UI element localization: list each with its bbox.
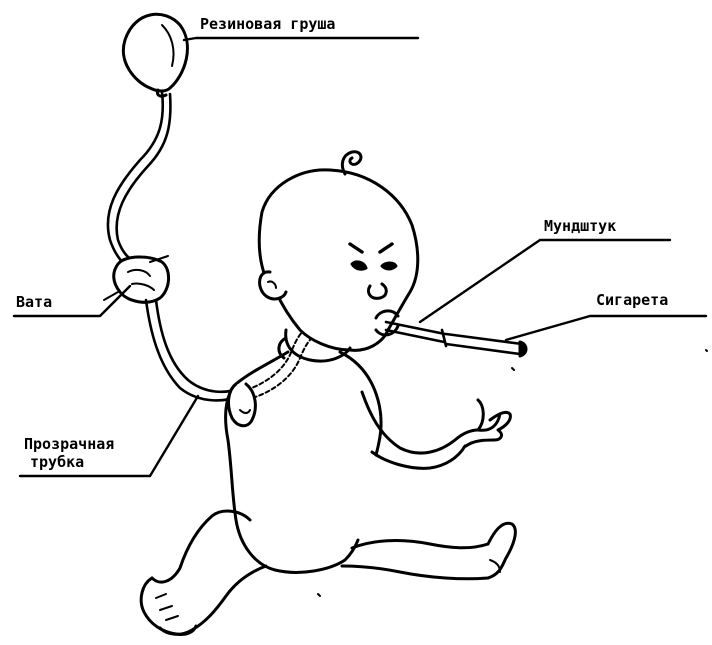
label-cotton: Вата — [16, 294, 52, 311]
label-cigarette: Сигарета — [596, 292, 668, 309]
rubber-bulb — [123, 14, 187, 96]
label-transparent-tube-line1: Прозрачная — [24, 436, 114, 453]
mouthpiece-object — [386, 322, 446, 346]
upper-tube — [108, 92, 171, 268]
label-rubber-bulb: Резиновая груша — [200, 16, 335, 33]
doll-left-leg — [141, 511, 266, 634]
doll-right-arm — [362, 392, 510, 468]
specks — [318, 350, 707, 596]
doll-right-leg — [342, 523, 515, 579]
cotton-filter — [104, 256, 169, 302]
label-mouthpiece: Мундштук — [544, 218, 616, 235]
lower-tube — [146, 300, 240, 400]
doll-body — [226, 352, 381, 572]
doll-head — [259, 152, 418, 351]
label-transparent-tube-line2: трубка — [30, 454, 84, 471]
